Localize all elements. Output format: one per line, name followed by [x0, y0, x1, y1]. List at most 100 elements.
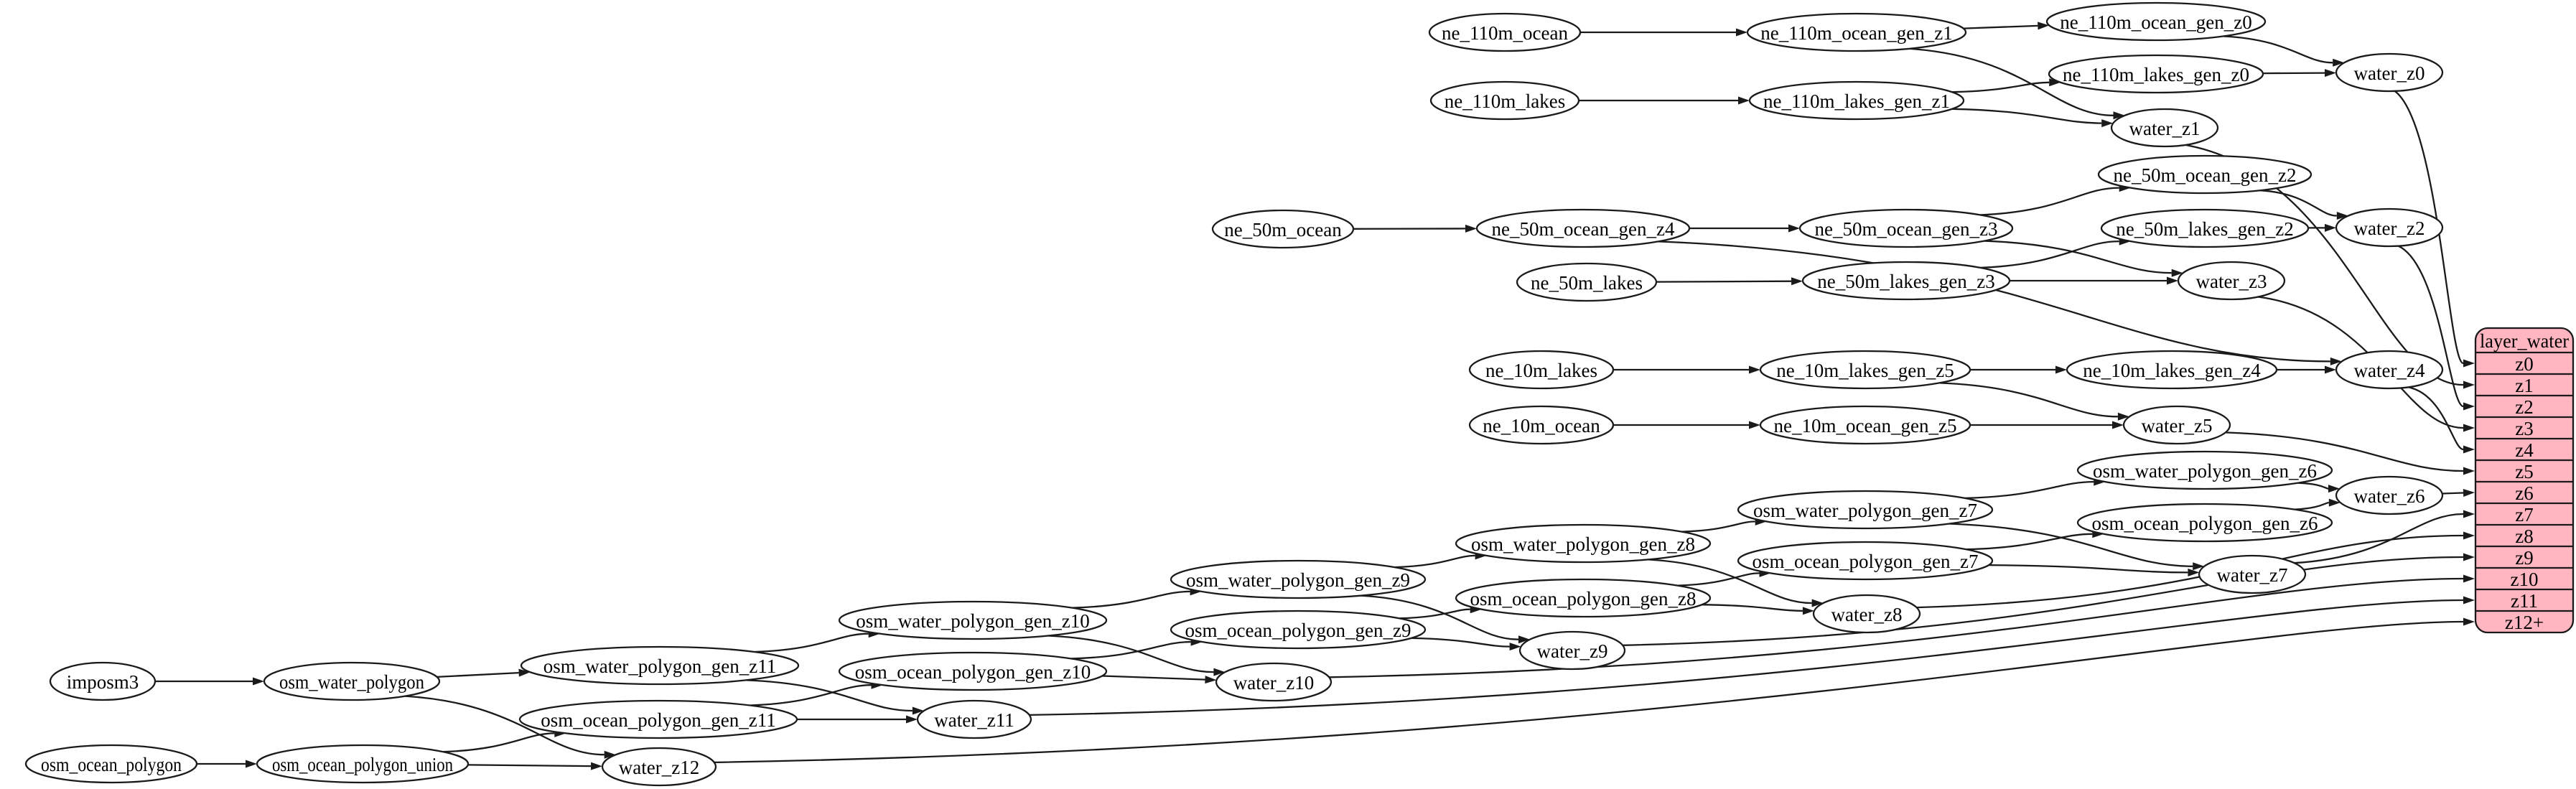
node-osm_ocean_polygon_gen_z9: osm_ocean_polygon_gen_z9 [1170, 610, 1427, 650]
edge-water_z5-to-row-z5 [2225, 431, 2464, 472]
node-water_z9: water_z9 [1518, 630, 1626, 671]
node-ellipse [2335, 52, 2444, 93]
node-label: ne_10m_lakes [1485, 360, 1597, 381]
node-water_z2: water_z2 [2335, 207, 2444, 248]
node-ellipse [1737, 490, 1994, 530]
edge-ne_50m_lakes-to-ne_50m_lakes_gen_z3 [1656, 280, 1792, 283]
node-ne_110m_lakes_gen_z1: ne_110m_lakes_gen_z1 [1748, 80, 1965, 121]
edge-osm_water_polygon-to-osm_water_polygon_gen_z11 [437, 671, 519, 678]
arrowhead-icon [2463, 424, 2475, 432]
arrowhead-icon [912, 706, 924, 715]
arrowhead-icon [2049, 78, 2061, 87]
edge-ne_50m_ocean_gen_z4-to-water_z4 [1658, 241, 2330, 363]
arrowhead-icon [2055, 365, 2067, 374]
node-ellipse [2048, 54, 2264, 94]
arrowhead-icon [2463, 574, 2475, 583]
node-label: ne_110m_lakes_gen_z1 [1763, 90, 1950, 112]
node-osm_ocean_polygon_union: osm_ocean_polygon_union [256, 744, 470, 784]
arrowhead-icon [2463, 359, 2475, 368]
node-ne_50m_ocean_gen_z3: ne_50m_ocean_gen_z3 [1798, 208, 2014, 248]
node-osm_water_polygon_gen_z7: osm_water_polygon_gen_z7 [1737, 490, 1994, 530]
table-row-zz1: z1 [2515, 375, 2533, 396]
node-water_z8: water_z8 [1812, 594, 1921, 634]
edge-ne_50m_ocean_gen_z3-to-water_z3 [1984, 240, 2172, 274]
node-label: ne_110m_lakes_gen_z0 [2063, 64, 2249, 85]
arrowhead-icon [1205, 676, 1217, 684]
edge-ne_110m_lakes_gen_z0-to-water_z0 [2262, 72, 2325, 75]
node-label: ne_10m_lakes_gen_z4 [2083, 360, 2261, 381]
node-ellipse [2198, 554, 2307, 594]
node-label: water_z0 [2354, 62, 2425, 84]
node-label: water_z1 [2129, 118, 2201, 139]
node-ellipse [2100, 208, 2310, 248]
table-row-zz4: z4 [2515, 439, 2534, 461]
node-label: water_z8 [1831, 604, 1903, 625]
edge-osm_water_polygon_gen_z7-to-water_z7 [1949, 523, 2193, 567]
arrowhead-icon [2325, 223, 2336, 232]
edges-layer [155, 22, 2475, 770]
edge-osm_ocean_polygon_gen_z8-to-osm_ocean_polygon_gen_z7 [1677, 572, 1760, 587]
edge-osm_water_polygon_gen_z11-to-water_z11 [745, 679, 913, 712]
arrowhead-icon [2325, 69, 2336, 78]
node-ellipse [2110, 108, 2219, 148]
node-label: water_z11 [934, 709, 1014, 731]
arrowhead-icon [2463, 467, 2475, 475]
edge-osm_water_polygon_gen_z9-to-osm_water_polygon_gen_z8 [1394, 554, 1475, 569]
edge-osm_water_polygon_gen_z8-to-water_z8 [1648, 559, 1812, 604]
node-imposm3: imposm3 [49, 661, 157, 701]
node-water_z7: water_z7 [2198, 554, 2307, 594]
arrowhead-icon [2463, 553, 2475, 561]
node-ne_10m_lakes_gen_z4: ne_10m_lakes_gen_z4 [2066, 350, 2278, 390]
layer-water-table: layer_waterz0z1z2z3z4z5z6z7z8z9z10z11z12… [2474, 327, 2575, 634]
node-label: osm_water_polygon_gen_z8 [1471, 533, 1695, 555]
node-ellipse [1468, 350, 1615, 390]
node-ellipse [601, 747, 717, 787]
node-label: ne_110m_ocean_gen_z0 [2060, 11, 2251, 33]
node-ellipse [2177, 261, 2286, 301]
node-label: ne_110m_lakes [1445, 90, 1565, 112]
node-ellipse [263, 661, 441, 701]
node-label: osm_water_polygon [279, 671, 424, 693]
node-water_z3: water_z3 [2177, 261, 2286, 301]
arrowhead-icon [1788, 224, 1800, 233]
node-water_z6: water_z6 [2335, 475, 2444, 515]
node-ellipse [1759, 350, 1971, 390]
arrowhead-icon [2463, 489, 2475, 497]
node-label: ne_50m_ocean_gen_z3 [1815, 218, 1998, 240]
arrowhead-icon [2167, 276, 2178, 285]
node-ellipse [1429, 80, 1580, 121]
edge-water_z11-to-row-z11 [1029, 599, 2464, 716]
node-ellipse [2097, 154, 2313, 195]
edge-osm_ocean_polygon_union-to-osm_ocean_polygon_gen_z11 [442, 732, 555, 753]
arrowhead-icon [1213, 668, 1226, 676]
node-ellipse [2335, 207, 2444, 248]
node-ne_110m_lakes_gen_z0: ne_110m_lakes_gen_z0 [2048, 54, 2264, 94]
node-osm_ocean_polygon_gen_z10: osm_ocean_polygon_gen_z10 [838, 651, 1108, 691]
node-ne_50m_ocean: ne_50m_ocean [1211, 209, 1355, 249]
edge-osm_water_polygon_gen_z8-to-osm_water_polygon_gen_z7 [1681, 520, 1755, 533]
node-osm_water_polygon_gen_z10: osm_water_polygon_gen_z10 [838, 600, 1108, 640]
edge-water_z12-to-row-z12+ [714, 620, 2464, 764]
node-osm_ocean_polygon_gen_z11: osm_ocean_polygon_gen_z11 [518, 699, 798, 739]
edge-osm_ocean_polygon_gen_z6-to-water_z6 [2294, 501, 2329, 510]
node-ne_50m_ocean_gen_z4: ne_50m_ocean_gen_z4 [1475, 208, 1691, 248]
arrowhead-icon [2463, 531, 2475, 540]
edge-water_z7-to-row-z7 [2294, 513, 2464, 564]
node-ellipse [1428, 12, 1582, 52]
arrowhead-icon [518, 668, 531, 677]
node-label: water_z4 [2354, 360, 2425, 381]
node-label: ne_10m_ocean [1483, 415, 1600, 436]
arrowhead-icon [2333, 58, 2345, 67]
table-row-zz11: z11 [2511, 590, 2538, 612]
table-row-zz3: z3 [2515, 418, 2533, 439]
layer-water-table-body [2474, 327, 2575, 634]
node-ellipse [2122, 405, 2231, 445]
node-ellipse [1170, 610, 1427, 650]
edge-ne_110m_lakes_gen_z1-to-ne_110m_lakes_gen_z0 [1951, 81, 2050, 93]
node-ne_110m_ocean: ne_110m_ocean [1428, 12, 1582, 52]
edge-osm_water_polygon_gen_z10-to-osm_water_polygon_gen_z9 [1072, 590, 1190, 609]
edge-osm_ocean_polygon_gen_z7-to-osm_ocean_polygon_gen_z6 [1966, 533, 2093, 551]
node-osm_water_polygon_gen_z8: osm_water_polygon_gen_z8 [1455, 523, 1712, 564]
